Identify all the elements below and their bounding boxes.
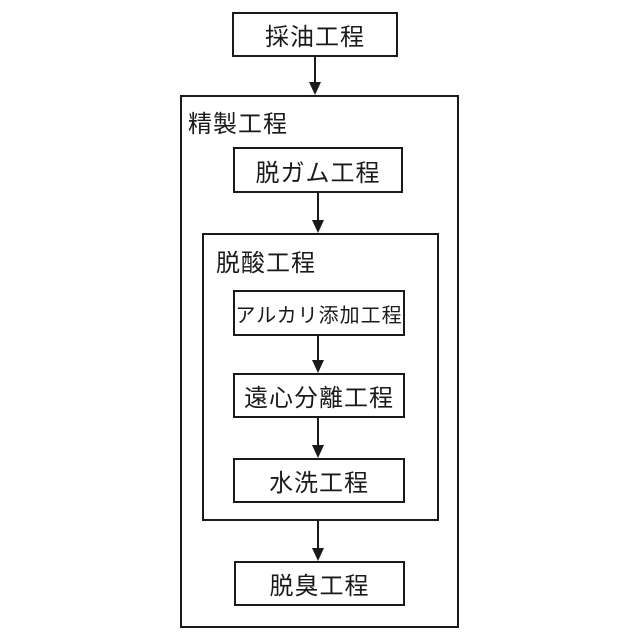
arrow-line [317,336,319,361]
arrow-line [317,418,319,446]
node-alkali-addition: アルカリ添加工程 [233,290,405,336]
arrow-line [317,193,319,221]
container-refining: 精製工程 脱ガム工程 脱酸工程 アルカリ添加工程 遠心分離工程 [180,95,459,628]
node-deodorization-label: 脱臭工程 [269,573,370,600]
node-degumming-label: 脱ガム工程 [255,159,381,187]
arrow-down-icon [312,445,324,458]
node-water-washing: 水洗工程 [233,458,405,503]
container-deacidification-label: 脱酸工程 [216,250,316,277]
node-water-washing-label: 水洗工程 [269,470,369,497]
flow-arrow-degumming-to-deacidification [312,193,324,233]
flow-arrow-centrifugal-to-water [312,418,324,458]
arrow-down-icon [312,360,324,373]
node-oil-extraction: 採油工程 [232,12,398,57]
flow-arrow-oil-to-refining [309,57,321,95]
arrow-line [317,521,319,549]
arrow-line [314,57,316,83]
node-deodorization: 脱臭工程 [234,561,405,606]
node-centrifugal-separation-label: 遠心分離工程 [244,385,394,412]
container-refining-label: 精製工程 [188,111,288,138]
node-degumming: 脱ガム工程 [233,147,403,193]
node-alkali-addition-label: アルカリ添加工程 [235,304,403,327]
arrow-down-icon [309,82,321,95]
node-oil-extraction-label: 採油工程 [265,24,365,51]
node-centrifugal-separation: 遠心分離工程 [233,373,405,418]
flow-arrow-deacidification-to-deodorization [312,521,324,561]
flow-arrow-alkali-to-centrifugal [312,336,324,373]
arrow-down-icon [312,220,324,233]
arrow-down-icon [312,548,324,561]
container-deacidification: 脱酸工程 アルカリ添加工程 遠心分離工程 水洗工程 [202,233,439,521]
